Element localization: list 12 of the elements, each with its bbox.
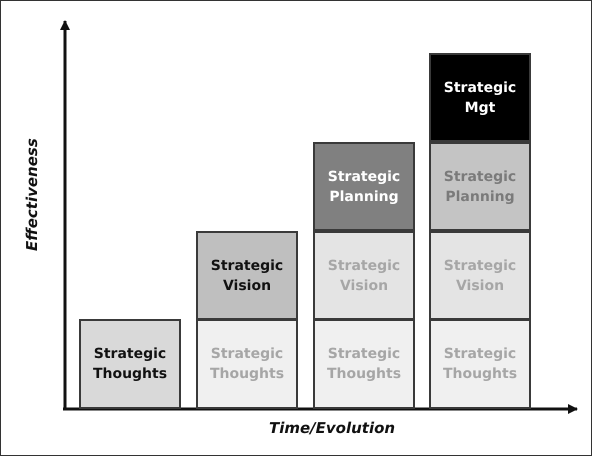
stair-step-box: Strategic Planning [313,142,415,231]
stair-step-box: Strategic Planning [429,142,531,231]
stair-step-box: Strategic Thoughts [313,319,415,409]
stair-step-box: Strategic Vision [313,231,415,320]
y-axis-title: Effectiveness [23,138,41,251]
stair-step-box: Strategic Thoughts [429,319,531,409]
x-axis-title: Time/Evolution [269,419,396,437]
stair-step-box: Strategic Mgt [429,53,531,142]
stair-step-box: Strategic Thoughts [196,319,298,409]
stair-step-box: Strategic Thoughts [79,319,181,409]
stair-step-box: Strategic Vision [429,231,531,320]
stair-step-box: Strategic Vision [196,231,298,320]
